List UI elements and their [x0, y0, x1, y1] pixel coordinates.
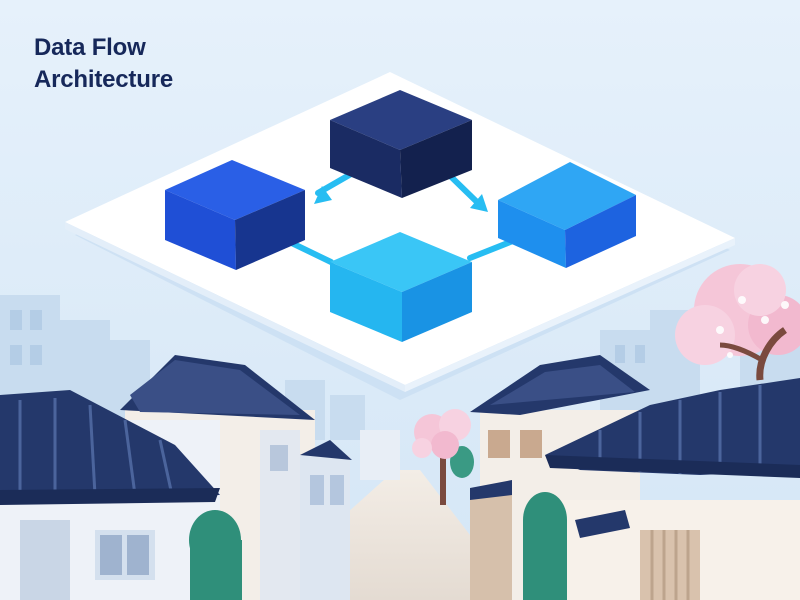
arrow-right-head	[470, 194, 488, 212]
platform-edge-right	[405, 238, 735, 392]
title-line-2: Architecture	[34, 66, 173, 93]
node-top	[330, 90, 472, 198]
arrow-left-head	[314, 186, 332, 204]
shrubs	[189, 446, 567, 600]
node-left	[165, 160, 305, 270]
node-right	[498, 162, 636, 268]
title-line-1: Data Flow	[34, 34, 146, 61]
cherry-tree-large	[675, 264, 800, 381]
cherry-tree-small	[412, 409, 471, 505]
distant-building-windows	[10, 310, 645, 365]
mid-left-buildings	[300, 440, 352, 600]
diagram-platform	[65, 72, 735, 385]
page-title: Data Flow Architecture	[34, 32, 173, 96]
right-hanok	[470, 355, 800, 600]
back-street-building	[360, 430, 400, 480]
left-hanok	[0, 355, 315, 600]
node-bottom	[330, 232, 472, 342]
platform-edge	[65, 222, 405, 392]
